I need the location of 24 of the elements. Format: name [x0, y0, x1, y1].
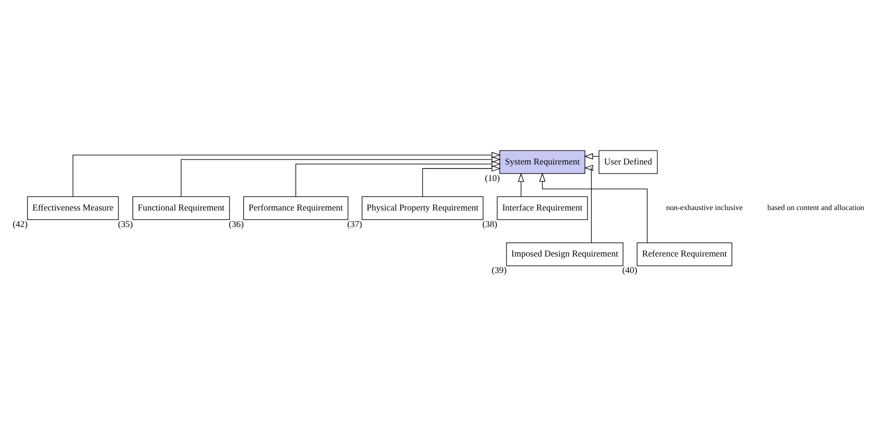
node-label: (10): [484, 172, 500, 182]
arrow: [180, 156, 501, 196]
arrow: [584, 164, 594, 242]
arrow: [422, 164, 501, 196]
node-box: System Requirement: [499, 150, 586, 174]
node-box: Effectiveness Measure: [27, 196, 119, 220]
node-box: Performance Requirement: [243, 196, 348, 220]
node-box: User Defined: [598, 150, 658, 174]
node-label: (39): [492, 264, 507, 275]
node-label: (38): [482, 218, 498, 228]
node-box: Functional Requirement: [132, 196, 230, 220]
arrow: [72, 151, 501, 196]
node-label: (40): [622, 264, 638, 275]
arrow: [518, 172, 524, 196]
node-box: Reference Requirement: [636, 242, 732, 266]
node-label: (35): [118, 218, 133, 228]
node-box: Interface Requirement: [496, 196, 588, 220]
node-label: (42): [12, 218, 28, 228]
node-box: Imposed Design Requirement: [506, 242, 624, 266]
arrow: [295, 160, 501, 196]
node-box: Physical Property Requirement: [362, 196, 484, 220]
arrow: [539, 172, 648, 242]
node-label: (36): [228, 218, 244, 228]
node-label: (37): [347, 218, 362, 228]
